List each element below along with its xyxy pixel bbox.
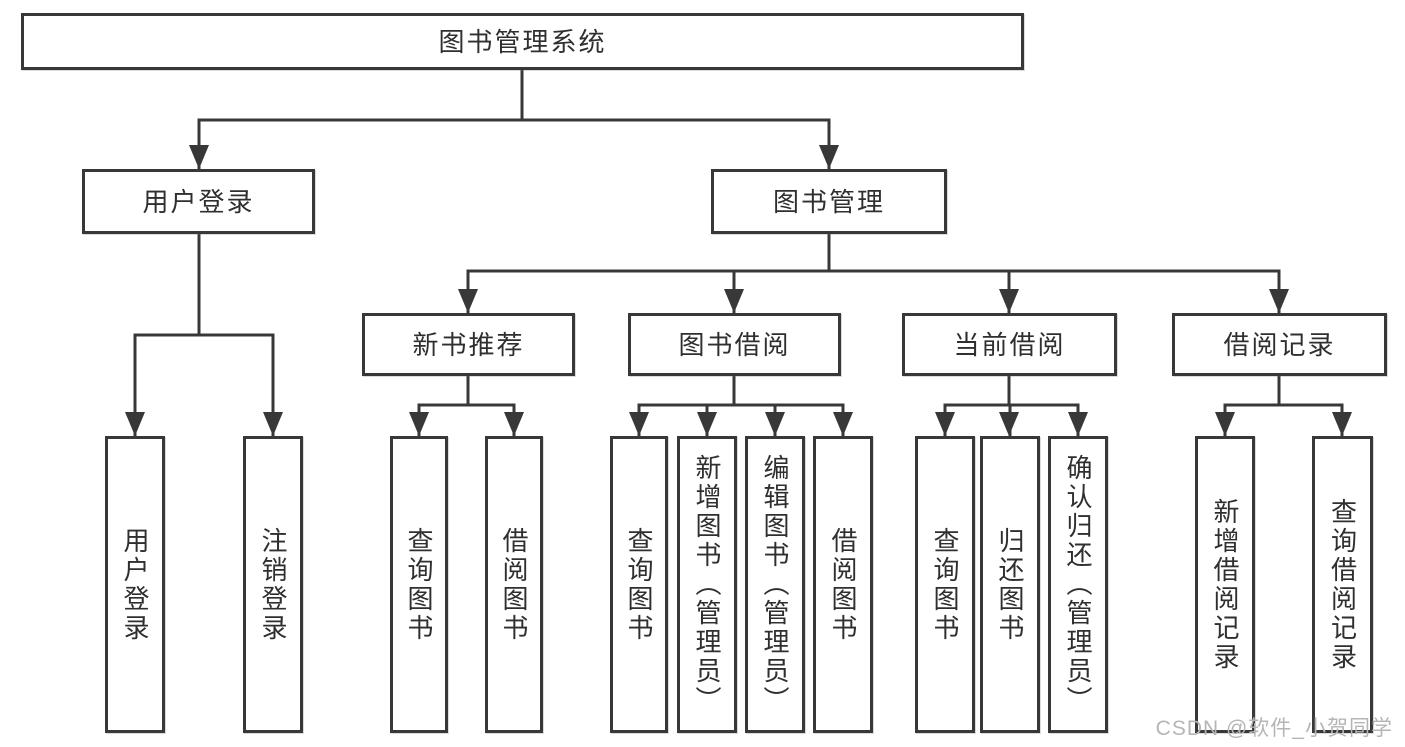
node-label: 编辑图书（管理员） [760, 454, 790, 715]
leaf-borrowing-edit-books-admin: 编辑图书（管理员） [745, 436, 805, 733]
connector-line-group [133, 70, 1344, 436]
arrowhead-group [125, 145, 1352, 436]
node-label: 新增借阅记录 [1210, 497, 1240, 672]
csdn-watermark: CSDN @软件_小贺同学 [1155, 717, 1393, 740]
leaf-user-login: 用户登录 [105, 436, 165, 733]
node-book-borrowing: 图书借阅 [628, 313, 841, 376]
leaf-borrowing-borrow-books: 借阅图书 [813, 436, 873, 733]
node-current-borrowing: 当前借阅 [902, 313, 1117, 376]
node-label: 新增图书（管理员） [692, 454, 722, 715]
node-root: 图书管理系统 [21, 13, 1024, 70]
node-label: 新书推荐 [412, 329, 525, 360]
node-label: 归还图书 [995, 526, 1025, 643]
leaf-current-query-books: 查询图书 [915, 436, 975, 733]
node-label: 图书管理 [772, 186, 885, 217]
node-label: 借阅记录 [1223, 329, 1336, 360]
node-book-management: 图书管理 [711, 169, 947, 234]
node-label: 注销登录 [258, 526, 288, 643]
node-label: 查询图书 [404, 526, 434, 643]
leaf-newbook-query-books: 查询图书 [390, 436, 448, 733]
node-label: 借阅图书 [499, 526, 529, 643]
node-borrowing-records: 借阅记录 [1172, 313, 1387, 376]
node-label: 图书管理系统 [438, 26, 607, 57]
node-new-book-recommend: 新书推荐 [362, 313, 575, 376]
leaf-records-query-record: 查询借阅记录 [1312, 436, 1373, 733]
leaf-logout-login: 注销登录 [243, 436, 303, 733]
leaf-current-confirm-return-admin: 确认归还（管理员） [1048, 436, 1108, 733]
leaf-newbook-borrow-books: 借阅图书 [485, 436, 543, 733]
leaf-current-return-books: 归还图书 [980, 436, 1040, 733]
node-label: 用户登录 [142, 186, 255, 217]
node-label: 确认归还（管理员） [1063, 454, 1093, 715]
node-label: 查询图书 [624, 526, 654, 643]
node-label: 查询图书 [930, 526, 960, 643]
leaf-borrowing-add-books-admin: 新增图书（管理员） [677, 436, 737, 733]
node-user-login: 用户登录 [82, 169, 315, 234]
node-label: 用户登录 [120, 526, 150, 643]
node-label: 当前借阅 [953, 329, 1066, 360]
leaf-records-add-record: 新增借阅记录 [1195, 436, 1255, 733]
node-label: 图书借阅 [678, 329, 791, 360]
node-label: 查询借阅记录 [1327, 497, 1358, 672]
node-label: 借阅图书 [828, 526, 858, 643]
leaf-borrowing-query-books: 查询图书 [610, 436, 668, 733]
